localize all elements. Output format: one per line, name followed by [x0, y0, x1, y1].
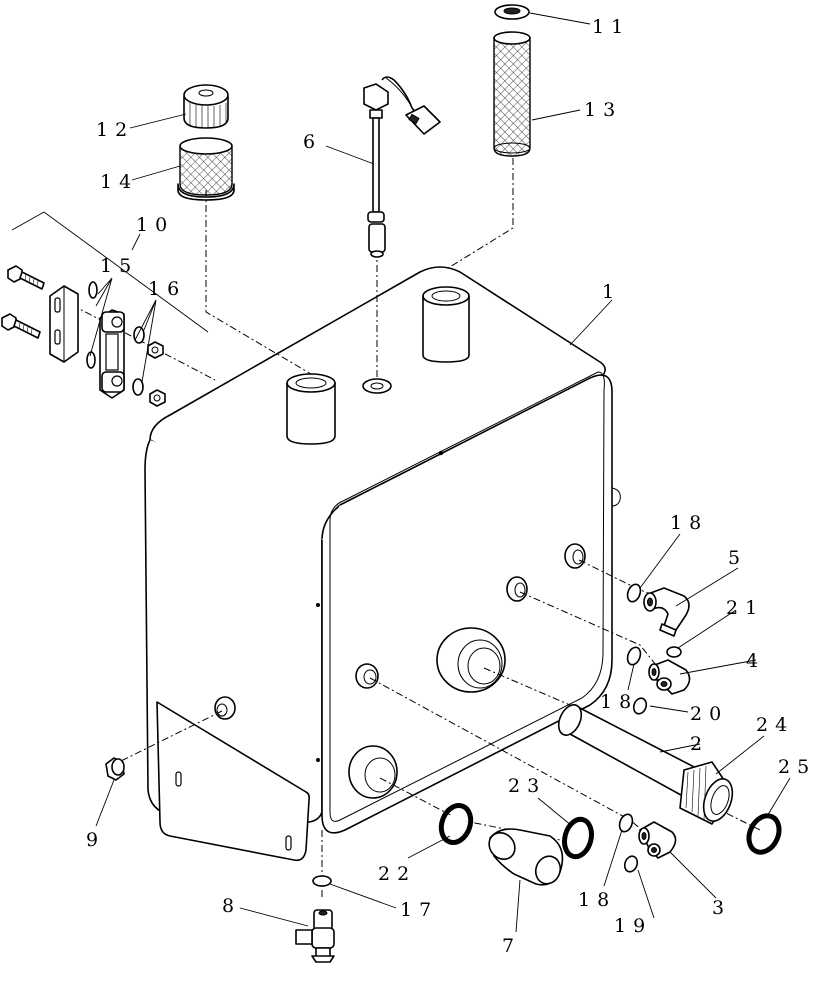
- callout-12: 12: [96, 119, 134, 141]
- callout-14: 14: [100, 171, 138, 193]
- callout-2: 2: [690, 733, 709, 755]
- callout-21: 21: [726, 597, 764, 619]
- callout-18-lower: 18: [578, 889, 616, 911]
- fill-strainer: [493, 31, 531, 157]
- o-ring-23: [562, 816, 594, 860]
- callout-10: 10: [136, 214, 174, 236]
- callout-18-upper: 18: [670, 512, 708, 534]
- callout-3: 3: [712, 897, 731, 919]
- callout-15: 15: [100, 255, 138, 277]
- tank-port-large: [436, 627, 506, 693]
- nut-upper: [147, 341, 164, 359]
- callout-13: 13: [584, 99, 622, 121]
- level-sender: [363, 76, 441, 258]
- callout-4: 4: [746, 650, 765, 672]
- shield-plate: [156, 701, 310, 862]
- callout-6: 6: [303, 131, 322, 153]
- tank-port-suction: [348, 745, 398, 799]
- tank-port-upper: [564, 543, 586, 569]
- breather-cap: [494, 4, 530, 20]
- elbow-fitting-5: [643, 587, 690, 637]
- callout-17: 17: [400, 899, 438, 921]
- o-rings: [312, 583, 782, 887]
- o-ring-22: [438, 803, 474, 845]
- filter-cap: [183, 84, 229, 129]
- callout-20: 20: [690, 703, 728, 725]
- callout-8: 8: [222, 895, 241, 917]
- callout-7: 7: [502, 935, 521, 957]
- elbow-fitting-4: [648, 659, 691, 695]
- strainer-adaptor: [679, 761, 734, 825]
- bolt-upper: [7, 265, 45, 290]
- callout-9: 9: [86, 829, 105, 851]
- callout-23: 23: [508, 775, 546, 797]
- gauge-guard: [49, 285, 79, 363]
- suction-elbow: [488, 828, 564, 886]
- sight-gauge: [99, 309, 125, 399]
- callout-5: 5: [728, 547, 747, 569]
- callout-22: 22: [378, 863, 416, 885]
- callout-24: 24: [756, 714, 794, 736]
- callout-25: 25: [778, 756, 816, 778]
- sight-gauge-assembly: [1, 211, 209, 407]
- tank-port-left: [214, 696, 236, 720]
- drain-valve: [295, 909, 335, 963]
- filter-element: [177, 137, 235, 201]
- nut-lower: [149, 389, 166, 407]
- drain-plug: [105, 757, 125, 781]
- callout-18-middle: 18: [600, 691, 638, 713]
- o-ring-25: [746, 813, 782, 855]
- elbow-fitting-3: [638, 821, 677, 859]
- callout-16: 16: [148, 278, 186, 300]
- callout-11: 11: [592, 16, 630, 38]
- callout-1: 1: [602, 281, 621, 303]
- leader-lines: [89, 12, 791, 933]
- callout-19: 19: [614, 915, 652, 937]
- tank-port-middle: [506, 576, 528, 602]
- bolt-lower: [1, 313, 41, 339]
- callout-labels: 11 13 12 14 6 10 15 16 1 18 5 21 4 18 20…: [86, 16, 816, 957]
- tank-port-lower: [355, 663, 379, 689]
